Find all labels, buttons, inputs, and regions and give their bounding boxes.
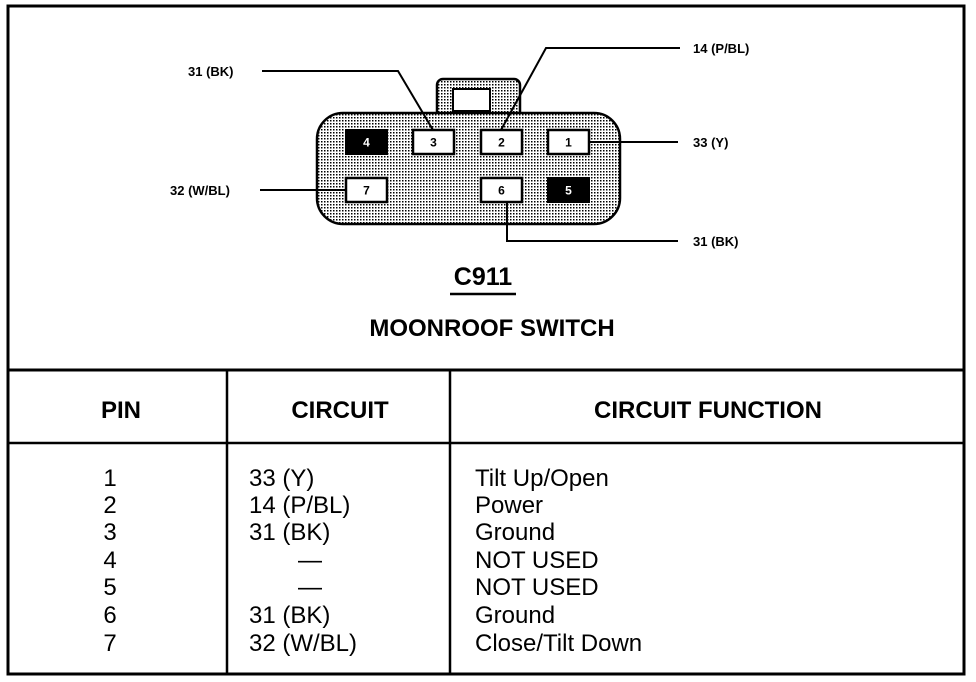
table-row: 7 32 (W/BL) Close/Tilt Down bbox=[103, 630, 642, 657]
table-row: 3 31 (BK) Ground bbox=[103, 519, 555, 546]
connector-name: MOONROOF SWITCH bbox=[369, 315, 614, 342]
cell-function: Close/Tilt Down bbox=[475, 630, 642, 657]
pin-cavity-2: 2 bbox=[479, 128, 524, 156]
pin-label: 1 bbox=[565, 136, 572, 150]
cell-function: Power bbox=[475, 492, 543, 519]
cell-circuit: 14 (P/BL) bbox=[249, 492, 350, 519]
pin-cavity-7: 7 bbox=[344, 176, 389, 204]
table-row: 1 33 (Y) Tilt Up/Open bbox=[103, 465, 609, 492]
leader-line-pin3 bbox=[262, 70, 434, 131]
callout-pin2: 14 (P/BL) bbox=[693, 41, 749, 56]
header-pin: PIN bbox=[101, 397, 141, 424]
leader-line-pin2 bbox=[500, 47, 680, 131]
callout-pin3: 31 (BK) bbox=[188, 64, 234, 79]
cell-pin: 3 bbox=[103, 519, 116, 546]
cell-circuit: 31 (BK) bbox=[249, 519, 330, 546]
callout-pin7: 32 (W/BL) bbox=[170, 183, 230, 198]
table-row: 2 14 (P/BL) Power bbox=[103, 492, 543, 519]
header-circuit: CIRCUIT bbox=[291, 397, 389, 424]
connector-body bbox=[315, 77, 622, 226]
callout-pin1: 33 (Y) bbox=[693, 135, 728, 150]
pin-label: 3 bbox=[430, 136, 437, 150]
cell-circuit: 32 (W/BL) bbox=[249, 630, 357, 657]
cell-function: Ground bbox=[475, 519, 555, 546]
table-row: 6 31 (BK) Ground bbox=[103, 602, 555, 629]
pin-cavity-6: 6 bbox=[479, 176, 524, 204]
pin-label: 5 bbox=[565, 184, 572, 198]
cell-pin: 2 bbox=[103, 492, 116, 519]
pin-label: 6 bbox=[498, 184, 505, 198]
cell-function: NOT USED bbox=[475, 547, 599, 574]
cell-circuit: — bbox=[298, 547, 322, 574]
pin-cavity-1: 1 bbox=[546, 128, 591, 156]
leader-line-pin6 bbox=[506, 202, 678, 242]
outer-border bbox=[6, 4, 966, 676]
connector-id: C911 bbox=[454, 263, 512, 291]
cell-function: Tilt Up/Open bbox=[475, 465, 609, 492]
cell-pin: 6 bbox=[103, 602, 116, 629]
pin-cavity-5: 5 bbox=[547, 177, 590, 203]
table-row: 4 — NOT USED bbox=[103, 547, 598, 574]
cell-circuit: 31 (BK) bbox=[249, 602, 330, 629]
cell-pin: 4 bbox=[103, 547, 116, 574]
pin-label: 7 bbox=[363, 184, 370, 198]
cell-circuit: 33 (Y) bbox=[249, 465, 314, 492]
pin-label: 2 bbox=[498, 136, 505, 150]
pin-cavity-3: 3 bbox=[411, 128, 456, 156]
cell-circuit: — bbox=[298, 574, 322, 601]
cell-function: Ground bbox=[475, 602, 555, 629]
callout-pin6: 31 (BK) bbox=[693, 234, 739, 249]
header-circuit-function: CIRCUIT FUNCTION bbox=[594, 397, 822, 424]
table-row: 5 — NOT USED bbox=[103, 574, 598, 601]
cell-pin: 5 bbox=[103, 574, 116, 601]
cell-pin: 1 bbox=[103, 465, 116, 492]
pin-label: 4 bbox=[363, 136, 370, 150]
cell-function: NOT USED bbox=[475, 574, 599, 601]
cell-pin: 7 bbox=[103, 630, 116, 657]
pin-cavity-4: 4 bbox=[345, 129, 388, 155]
